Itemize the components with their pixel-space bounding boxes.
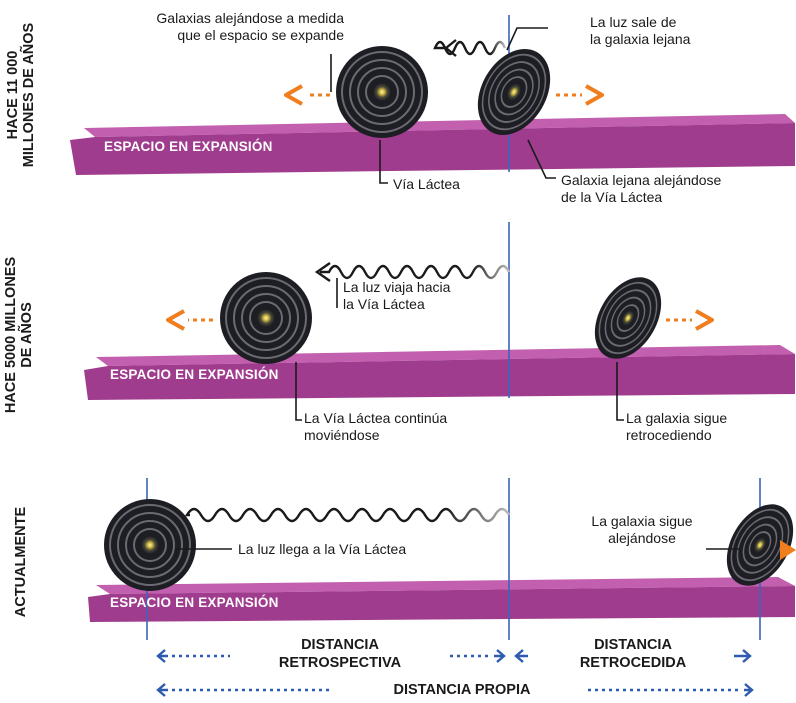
orange-arrow-left-1 xyxy=(284,84,330,106)
band-label-2: ESPACIO EN EXPANSIÓN xyxy=(110,367,279,382)
leader-lines xyxy=(176,27,740,550)
time-label-2-line-2: DE AÑOS xyxy=(19,302,35,368)
label-recession-line-2: RETROCEDIDA xyxy=(579,655,687,671)
label-distant-galaxy-line-1: Galaxia lejana alejándose xyxy=(561,172,722,188)
time-label-3-line-1: ACTUALMENTE xyxy=(13,506,29,618)
orange-arrow-right-1 xyxy=(556,84,604,106)
time-label-2-line-1: HACE 5000 MILLONES xyxy=(3,256,19,414)
band-label-3: ESPACIO EN EXPANSIÓN xyxy=(110,595,279,610)
time-label-panel-2: HACE 5000 MILLONES DE AÑOS xyxy=(3,245,37,425)
recession-arrow-right-head xyxy=(734,649,752,663)
label-lookback-line-2: RETROSPECTIVA xyxy=(278,655,402,671)
leader-milky-way xyxy=(379,140,388,184)
label-recession-distance: DISTANCIA RETROCEDIDA xyxy=(548,636,718,672)
distant-galaxy-1 xyxy=(477,49,551,135)
label-light-leaves-line-1: La luz sale de xyxy=(590,14,677,30)
label-galaxy-receding: La galaxia sigue retrocediendo xyxy=(626,410,786,444)
light-wave-2 xyxy=(314,262,511,282)
time-label-1-line-1: HACE 11 000 xyxy=(5,50,21,140)
proper-arrow-left-head xyxy=(156,683,168,697)
distant-galaxy-2 xyxy=(594,277,662,359)
label-galaxy-moving-away-line-1: La galaxia sigue xyxy=(591,513,693,529)
space-band-3 xyxy=(88,577,795,622)
label-light-arrives: La luz llega a la Vía Láctea xyxy=(238,541,407,557)
label-lookback-distance: DISTANCIA RETROSPECTIVA xyxy=(240,636,440,672)
label-recession-line-1: DISTANCIA xyxy=(594,637,672,653)
label-light-leaves: La luz sale de la galaxia lejana xyxy=(590,14,770,48)
label-distant-galaxy: Galaxia lejana alejándose de la Vía Láct… xyxy=(561,172,791,206)
light-wave-3 xyxy=(184,507,511,523)
label-lookback-line-1: DISTANCIA xyxy=(301,637,379,653)
label-galaxy-receding-line-1: La galaxia sigue xyxy=(626,410,728,426)
proper-arrow-right-head xyxy=(744,683,754,697)
label-light-travels-line-1: La luz viaja hacia xyxy=(343,279,451,295)
milky-way-galaxy-3 xyxy=(104,499,196,591)
distant-galaxy-3 xyxy=(726,504,794,586)
leader-milky-way-moving xyxy=(295,362,302,421)
label-galaxy-receding-line-2: retrocediendo xyxy=(626,427,712,443)
leader-galaxy-receding xyxy=(616,362,624,421)
label-milky-way-moving-line-1: La Vía Láctea continúa xyxy=(304,410,448,426)
orange-arrow-right-3 xyxy=(780,540,796,560)
label-milky-way: Vía Láctea xyxy=(393,176,460,192)
label-galaxies-receding-line-1: Galaxias alejándose a medida xyxy=(156,10,344,26)
band-label-1: ESPACIO EN EXPANSIÓN xyxy=(104,139,273,154)
label-distant-galaxy-line-2: de la Vía Láctea xyxy=(561,189,663,205)
label-light-leaves-line-2: la galaxia lejana xyxy=(590,31,691,47)
leader-distant-galaxy xyxy=(527,139,556,179)
time-label-panel-1: HACE 11 000 MILLONES DE AÑOS xyxy=(5,5,39,185)
milky-way-galaxy-2 xyxy=(220,272,312,364)
recession-arrow-left-head xyxy=(514,649,528,663)
label-light-travels: La luz viaja hacia la Vía Láctea xyxy=(343,279,503,313)
label-galaxies-receding: Galaxias alejándose a medida que el espa… xyxy=(84,10,344,44)
orange-arrow-right-2 xyxy=(666,309,714,331)
light-wave-1 xyxy=(433,39,507,57)
lookback-arrow-left-head xyxy=(156,649,168,663)
distance-arrows xyxy=(156,649,754,697)
label-light-travels-line-2: la Vía Láctea xyxy=(343,296,425,312)
label-galaxy-moving-away-line-2: alejándose xyxy=(608,530,676,546)
orange-arrow-left-2 xyxy=(166,309,213,331)
label-proper-distance: DISTANCIA PROPIA xyxy=(393,682,531,698)
lookback-arrow-right-head xyxy=(494,649,506,663)
label-galaxy-moving-away: La galaxia sigue alejándose xyxy=(572,513,712,547)
label-milky-way-moving-line-2: moviéndose xyxy=(304,427,380,443)
label-milky-way-moving: La Vía Láctea continúa moviéndose xyxy=(304,410,504,444)
label-galaxies-receding-line-2: que el espacio se expande xyxy=(177,27,344,43)
space-band-1 xyxy=(70,114,795,175)
time-label-1-line-2: MILLONES DE AÑOS xyxy=(21,22,37,168)
leader-light-leaves xyxy=(506,27,548,51)
time-label-panel-3: ACTUALMENTE xyxy=(13,502,31,622)
milky-way-galaxy-1 xyxy=(336,46,428,138)
